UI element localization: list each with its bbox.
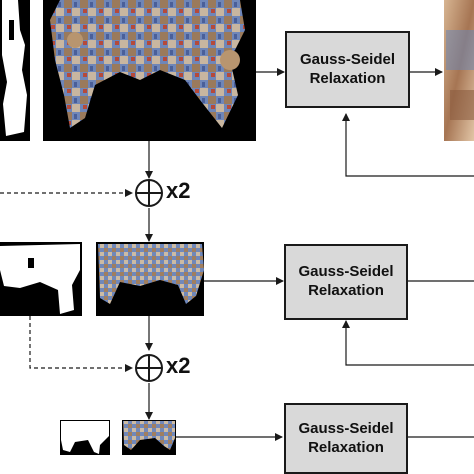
texture-image-level-3 <box>122 420 176 455</box>
feedback-loop-level-1 <box>342 113 474 177</box>
gauss-seidel-box-level-2: Gauss-Seidel Relaxation <box>284 244 408 320</box>
mask-image-level-3 <box>60 420 110 455</box>
upsample-operator-2 <box>135 354 163 382</box>
dashed-mask2-to-upsample2 <box>29 316 133 372</box>
gauss-seidel-box-level-1: Gauss-Seidel Relaxation <box>285 31 410 108</box>
box-line-1: Gauss-Seidel <box>298 419 394 437</box>
upsample-operator-1 <box>135 179 163 207</box>
box-line-1: Gauss-Seidel <box>299 50 396 68</box>
texture-image-level-2 <box>96 242 204 316</box>
result-image-level-1 <box>444 0 474 141</box>
upsample-label-2: x2 <box>166 353 191 378</box>
gauss-seidel-box-level-3: Gauss-Seidel Relaxation <box>284 403 408 474</box>
box-line-1: Gauss-Seidel <box>298 263 394 281</box>
mask-image-level-1 <box>0 0 30 141</box>
texture-image-level-1 <box>43 0 256 141</box>
box-line-2: Relaxation <box>308 438 384 456</box>
box-line-2: Relaxation <box>308 282 384 299</box>
mask-image-level-2 <box>0 242 82 316</box>
box-line-2: Relaxation <box>309 69 386 87</box>
upsample-label-1: x2 <box>166 178 191 203</box>
feedback-loop-level-2 <box>342 320 474 366</box>
